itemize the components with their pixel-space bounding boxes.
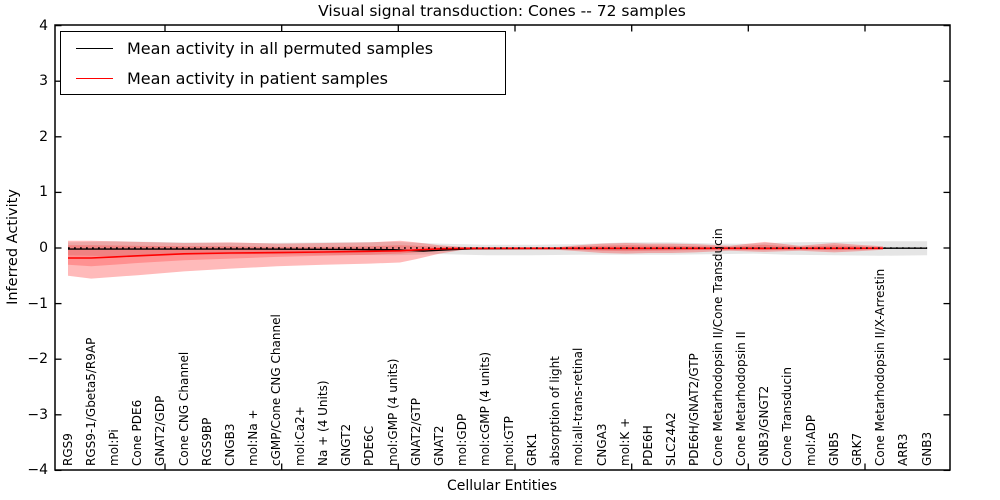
x-tick-label: GNAT2 — [432, 425, 447, 466]
x-axis-label: Cellular Entities — [446, 478, 558, 494]
legend-label-patient: Mean activity in patient samples — [127, 68, 388, 88]
legend-entry-permuted: Mean activity in all permuted samples — [61, 36, 505, 60]
legend-label-permuted: Mean activity in all permuted samples — [127, 38, 434, 58]
x-tick-label: mol:all-trans-retinal — [571, 347, 586, 466]
x-tick-label: CNGB3 — [223, 423, 238, 466]
x-tick-label: mol:ADP — [803, 414, 818, 466]
y-tick-label: 3 — [39, 73, 48, 90]
x-tick-label: CNGA3 — [594, 423, 609, 467]
x-tick-label: RGS9 — [60, 433, 75, 466]
x-tick-label: mol:cGMP (4 units) — [478, 351, 493, 466]
y-tick-label: −2 — [27, 351, 48, 368]
x-tick-label: mol:GMP (4 units) — [385, 358, 400, 466]
x-tick-label: GRK7 — [849, 432, 864, 466]
y-tick-label: 4 — [39, 17, 48, 34]
x-tick-label: Na + (4 Units) — [315, 380, 330, 466]
patient-mean-line — [68, 247, 883, 259]
x-tick-label: PDE6H — [641, 425, 655, 466]
x-tick-label: RGS9BP — [199, 417, 214, 466]
chart-title: Visual signal transduction: Cones -- 72 … — [318, 2, 686, 20]
x-tick-label: RGS9-1/Gbeta5/R9AP — [83, 337, 98, 466]
x-tick-label: Cone Metarhodopsin II/X-Arrestin — [873, 268, 888, 466]
x-tick-label: GNB3/GNGT2 — [757, 385, 772, 466]
y-tick-label: −3 — [27, 406, 48, 423]
patient-range-band-outer — [68, 240, 883, 279]
x-tick-label: mol:Pi — [106, 429, 121, 466]
y-tick-label: 2 — [39, 128, 48, 145]
x-tick-label: mol:K + — [617, 417, 632, 466]
x-tick-label: Cone Transducin — [780, 367, 795, 466]
x-tick-label: Cone Metarhodopsin II/Cone Transducin — [710, 228, 725, 466]
y-tick-label: −4 — [27, 462, 48, 479]
x-tick-label: ARR3 — [896, 433, 911, 466]
x-tick-label: GNB3 — [919, 431, 934, 466]
x-tick-label: PDE6H/GNAT2/GTP — [687, 353, 702, 466]
x-tick-label: GRK1 — [524, 432, 539, 466]
legend: Mean activity in all permuted samples Me… — [60, 31, 506, 95]
x-tick-label: GNB5 — [826, 431, 841, 466]
x-tick-label: PDE6C — [362, 425, 377, 466]
legend-entry-patient: Mean activity in patient samples — [61, 66, 505, 90]
x-tick-label: Cone Metarhodopsin II — [733, 331, 748, 466]
x-tick-label: mol:GTP — [501, 416, 516, 466]
x-tick-label: mol:GDP — [455, 413, 470, 466]
x-tick-label: GNGT2 — [339, 423, 354, 466]
x-tick-label: GNAT2/GDP — [153, 395, 168, 466]
x-tick-label: GNAT2/GTP — [408, 398, 423, 466]
x-tick-label: mol:Na + — [246, 409, 261, 466]
y-tick-label: −1 — [27, 295, 48, 312]
x-tick-label: mol:Ca2+ — [292, 406, 307, 466]
x-tick-label: SLC24A2 — [664, 412, 679, 466]
x-tick-label: Cone PDE6 — [130, 399, 145, 466]
x-tick-label: absorption of light — [548, 356, 563, 466]
legend-line-patient-icon — [76, 77, 113, 79]
patient-range-band-inner — [68, 244, 883, 267]
legend-line-permuted-icon — [76, 47, 113, 49]
x-tick-label: Cone CNG Channel — [176, 351, 191, 466]
y-tick-label: 1 — [39, 184, 48, 201]
x-tick-label: cGMP/Cone CNG Channel — [269, 314, 284, 466]
y-tick-label: 0 — [39, 240, 48, 256]
